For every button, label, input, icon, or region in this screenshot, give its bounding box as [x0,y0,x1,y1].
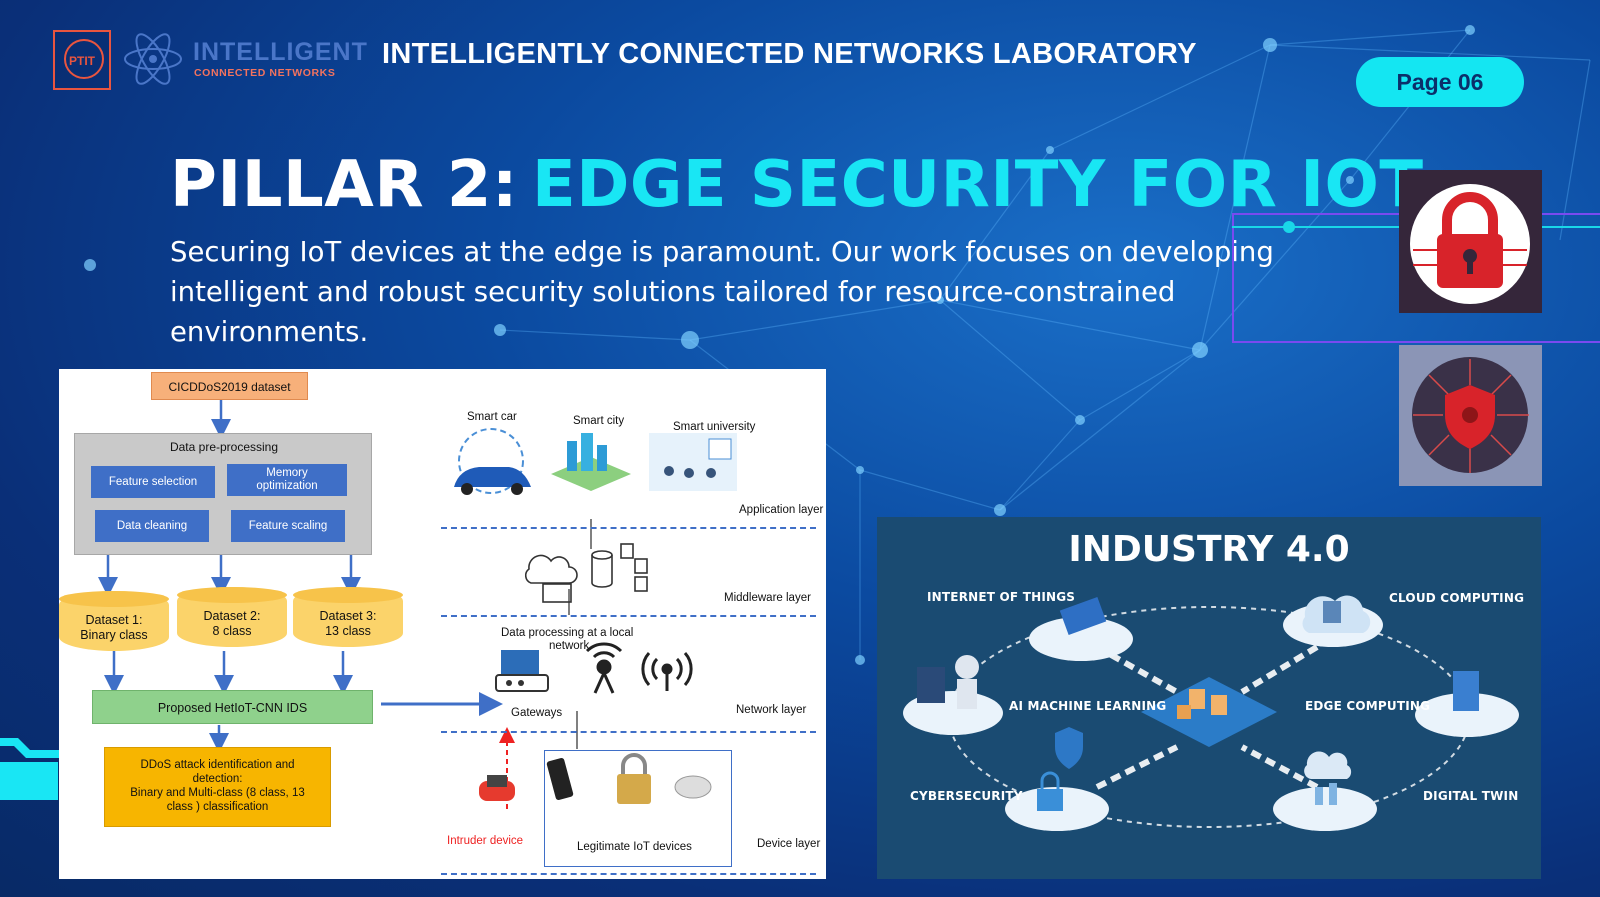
application-layer-label: Application layer [739,504,824,516]
lab-title: INTELLIGENTLY CONNECTED NETWORKS LABORAT… [382,38,1197,70]
ids-architecture-diagram: CICDDoS2019 dataset Data pre-processing … [59,369,826,879]
application-layer-divider [441,527,816,529]
network-layer-divider [441,731,816,733]
logo-subtitle: CONNECTED NETWORKS [194,67,336,79]
dataset-2-cylinder: Dataset 2: 8 class [177,587,287,647]
label-digital-twin: DIGITAL TWIN [1423,789,1519,803]
smart-city-icon [551,433,631,491]
dataset-2-label: Dataset 2: [203,609,261,623]
smart-university-label: Smart university [673,421,756,433]
device-layer-divider [441,873,816,875]
industry-illustration [903,595,1519,831]
label-cloud-computing: CLOUD COMPUTING [1389,591,1525,605]
legitimate-devices-label: Legitimate IoT devices [577,841,692,853]
gateway-icon [495,650,549,692]
dataset-box: CICDDoS2019 dataset [151,372,308,400]
middleware-layer-divider [441,615,816,617]
logo-name: INTELLIGENT [193,38,368,66]
model-box: Proposed HetIoT-CNN IDS [92,690,373,724]
intruder-device-label: Intruder device [447,835,524,847]
cyber-lock-icon [1037,727,1083,811]
preprocessing-title: Data pre-processing [169,440,279,454]
iot-platform [1029,617,1133,661]
data-cleaning-box: Data cleaning [95,510,209,542]
twin-platform [1273,787,1377,831]
legitimate-devices-box [544,750,732,867]
pillar-title: EDGE SECURITY FOR IOT [532,148,1424,222]
network-layer-label: Network layer [736,704,807,716]
pillar-prefix: PILLAR 2: [170,148,518,222]
ai-robot-icon [917,655,979,709]
label-ai-machine-learning: AI MACHINE LEARNING [1009,699,1167,713]
preprocessing-box: Data pre-processing Feature selection Me… [74,433,372,555]
industry-4-0-panel: INDUSTRY 4.0 INTERNET OF THINGS CLOUD CO… [877,517,1541,879]
edge-platform [1415,693,1519,737]
dataset-3-class: 13 class [325,624,371,638]
result-box: DDoS attack identification and detection… [104,747,331,827]
edge-server-icon [1453,671,1479,711]
left-accent-shape [0,738,60,800]
accent-dot [1283,221,1295,233]
legitimate-devices-icons [546,753,712,804]
padlock-icon [1410,184,1530,304]
shield-circuit-image [1399,345,1542,486]
device-layer-label: Device layer [757,838,821,850]
pillar-heading: PILLAR 2:EDGE SECURITY FOR IOT [170,148,1424,222]
pillar-description: Securing IoT devices at the edge is para… [170,236,1274,348]
local-processing-label-1: Data processing at a local [501,627,634,639]
smart-car-label: Smart car [467,411,517,423]
page-badge: Page 06 [1356,57,1524,107]
intruder-device-icon [479,775,515,801]
diagram-connectors [98,400,737,809]
ptit-logo-text: PTIT [69,54,95,68]
result-line-4: class ) classification [166,801,269,813]
gateways-label: Gateways [511,707,563,719]
label-cybersecurity: CYBERSECURITY [910,789,1023,803]
cloud-icon [1302,595,1371,633]
dataset-3-cylinder: Dataset 3: 13 class [293,587,403,647]
label-edge-computing: EDGE COMPUTING [1305,699,1431,713]
memory-optimization-box: Memory optimization [227,464,347,496]
smart-city-label: Smart city [573,415,625,427]
iot-icon [1059,596,1107,636]
result-line-1: DDoS attack identification and [140,759,295,771]
industry-title: INDUSTRY 4.0 [1068,529,1350,570]
local-processing-label-2: network [549,640,590,652]
shield-icon [1412,357,1529,473]
ptit-logo: PTIT [53,30,111,90]
result-line-3: Binary and Multi-class (8 class, 13 [130,787,305,799]
dataset-1-label: Dataset 1: [85,613,143,627]
atom-logo-icon [124,33,182,85]
digital-twin-icon [1304,751,1352,805]
smart-university-icon [649,433,737,491]
label-internet-of-things: INTERNET OF THINGS [927,590,1076,604]
central-factory-icon [1141,677,1277,747]
middleware-layer-label: Middleware layer [724,592,811,604]
middleware-icons [524,543,648,603]
smart-car-icon [454,428,531,495]
dataset-1-class: Binary class [80,628,148,642]
result-line-2: detection: [192,773,243,785]
dataset-2-class: 8 class [212,624,252,638]
security-lock-image [1399,170,1542,313]
feature-selection-box: Feature selection [91,466,215,498]
feature-scaling-box: Feature scaling [231,510,345,542]
antenna-icons [585,642,693,694]
dataset-3-label: Dataset 3: [319,609,377,623]
dataset-1-cylinder: Dataset 1: Binary class [59,591,169,651]
